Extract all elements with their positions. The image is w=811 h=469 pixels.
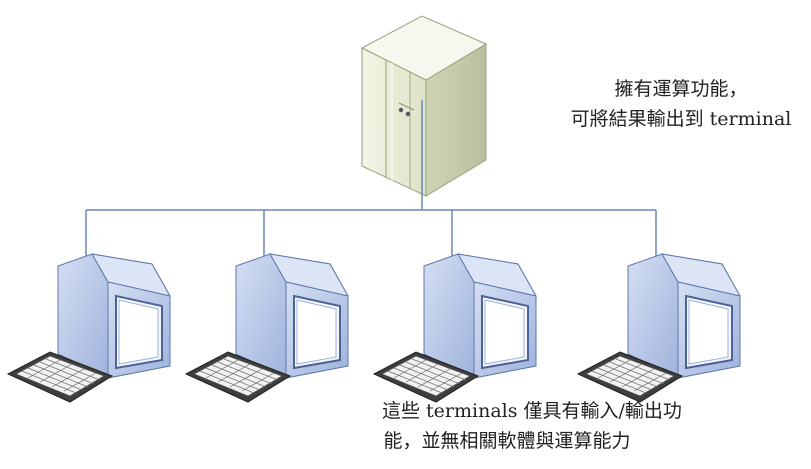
- terminal-2-icon: [185, 253, 349, 403]
- terminal-caption-line-2: 能，並無相關軟體與運算能力: [383, 430, 631, 452]
- server-caption-line-1: 擁有運算功能，: [614, 78, 748, 100]
- terminal-3-icon: [373, 253, 537, 403]
- terminal-4-icon: [577, 253, 741, 403]
- terminal-caption: 這些 terminals 僅具有輸入/輸出功 能，並無相關軟體與運算能力: [382, 396, 682, 456]
- server-caption-line-2: 可將結果輸出到 terminal: [570, 108, 792, 130]
- terminal-caption-line-1: 這些 terminals 僅具有輸入/輸出功: [382, 400, 682, 422]
- mainframe-server-icon: [360, 15, 488, 197]
- terminal-1-icon: [7, 253, 171, 403]
- server-caption: 擁有運算功能， 可將結果輸出到 terminal: [556, 74, 806, 134]
